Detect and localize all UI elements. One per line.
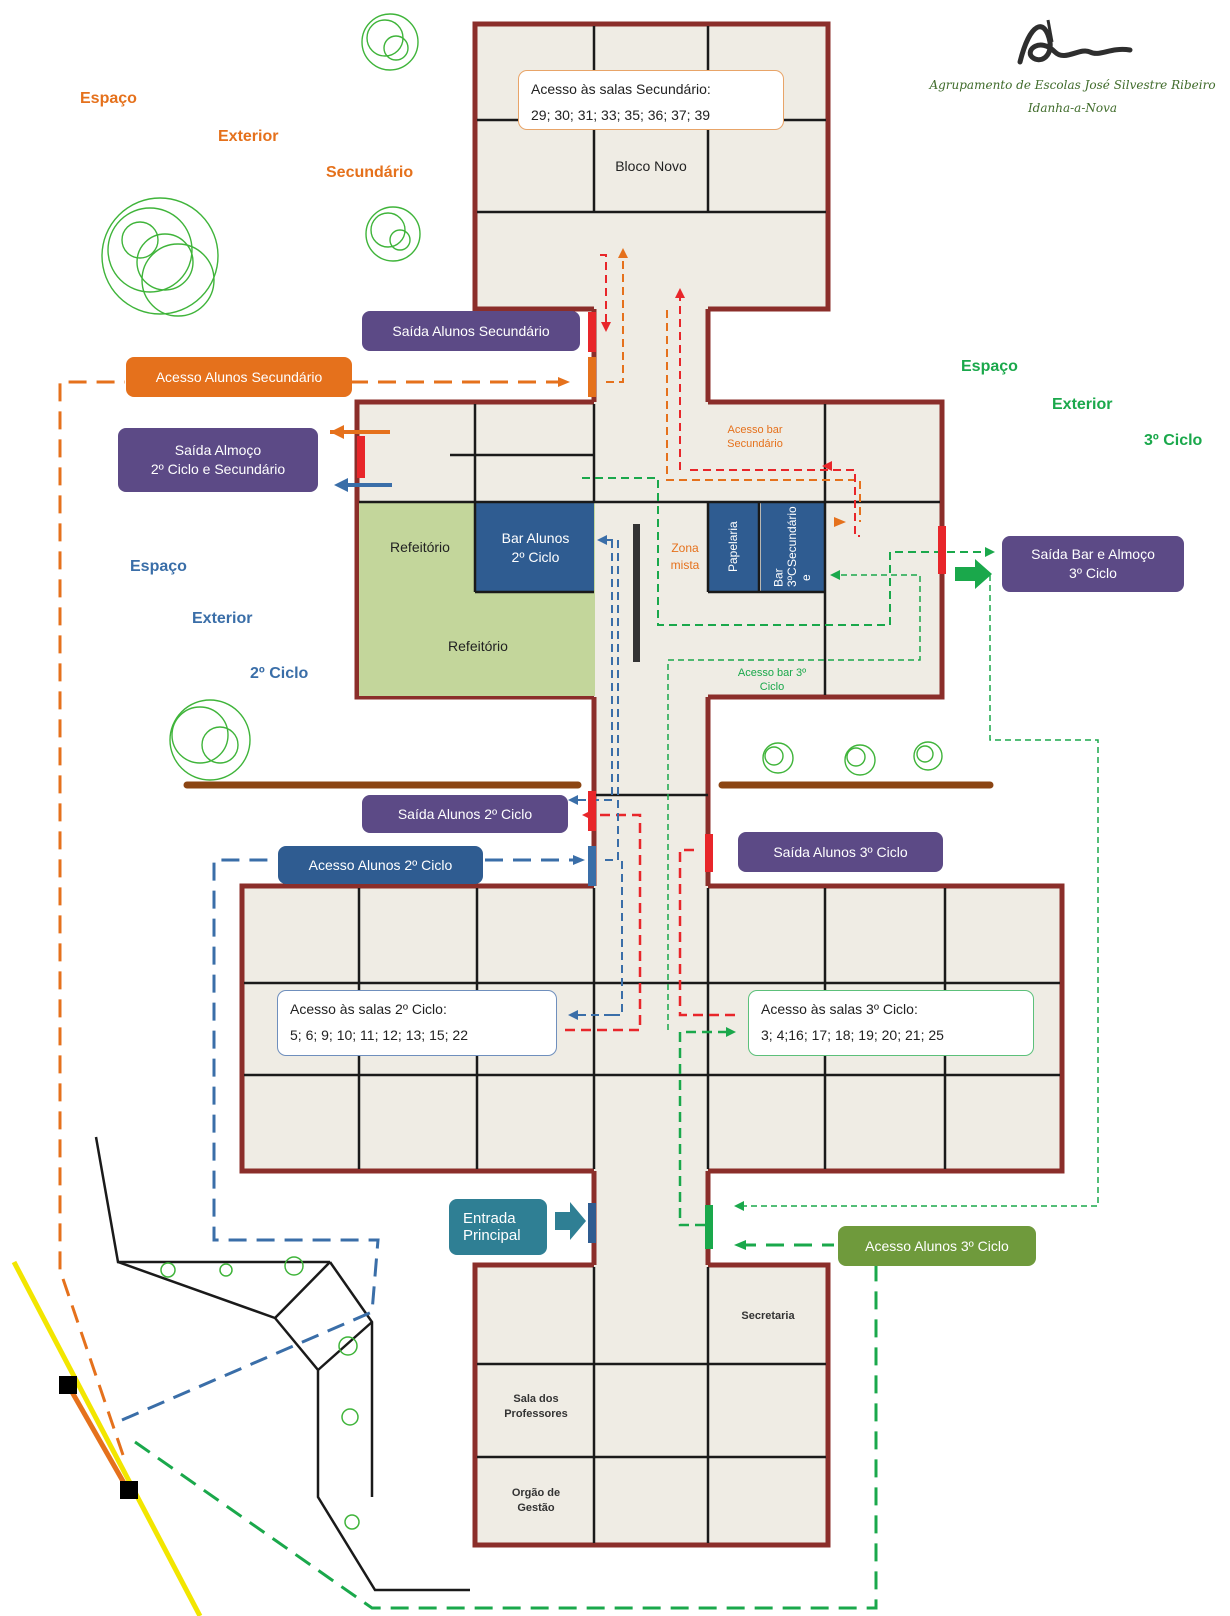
tree-icon (101, 197, 219, 317)
room-sala-professores: Sala dos Professores (480, 1392, 592, 1423)
access-box-title: Acesso às salas Secundário: (531, 81, 711, 97)
room-line: Gestão (517, 1502, 555, 1515)
zone-label: 3º Ciclo (1144, 432, 1203, 449)
logo-line-2: Idanha-a-Nova (1027, 101, 1118, 115)
tree-icon (365, 206, 421, 262)
label-line: 2º Ciclo e Secundário (150, 461, 286, 477)
label-acesso-alunos-2-ciclo: Acesso Alunos 2º Ciclo (278, 846, 483, 884)
bush-icon (762, 742, 794, 774)
zone-label: Exterior (218, 128, 279, 145)
room-line: Bar 3ºC e (771, 567, 813, 588)
tree-icon (169, 699, 251, 781)
note-line: Ciclo (759, 680, 785, 693)
outside-walkway (94, 1136, 470, 1592)
room-line: Bar Alunos (501, 530, 570, 546)
bush-icon (913, 741, 943, 771)
zone-label: Espaço (130, 558, 187, 575)
zone-label: Espaço (80, 90, 137, 107)
logo (1010, 12, 1140, 72)
room-line: Papelaria (726, 521, 741, 573)
room-line: Zona (671, 541, 699, 555)
zone-label: Espaço (961, 358, 1018, 375)
label-acesso-alunos-secundario: Acesso Alunos Secundário (126, 357, 352, 397)
logo-line-1: Agrupamento de Escolas José Silvestre Ri… (929, 78, 1216, 92)
label-saida-alunos-2-ciclo: Saída Alunos 2º Ciclo (362, 795, 568, 833)
gate-marker (59, 1376, 77, 1394)
corridors (594, 305, 708, 1269)
access-box-title: Acesso às salas 2º Ciclo: (290, 1001, 447, 1017)
note-line: Secundário (727, 437, 783, 450)
label-acesso-alunos-3-ciclo: Acesso Alunos 3º Ciclo (838, 1226, 1036, 1266)
room-orgao-gestao: Orgão de Gestão (480, 1486, 592, 1517)
room-line: Sala dos (513, 1393, 559, 1405)
blue-path (121, 858, 380, 1422)
label-line: Saída Bar e Almoço (1031, 546, 1155, 563)
label-entrada-principal: Entrada Principal (449, 1199, 547, 1255)
room-bloco-novo: Bloco Novo (615, 158, 687, 174)
room-line: Professores (504, 1408, 568, 1421)
trees (101, 13, 943, 781)
label-line: 3º Ciclo (1069, 565, 1117, 581)
note-line: Acesso bar (727, 424, 783, 436)
label-saida-alunos-secundario: Saída Alunos Secundário (362, 311, 580, 351)
label-line: Principal (463, 1227, 521, 1244)
orange-path (58, 380, 125, 1456)
room-secretaria: Secretaria (741, 1310, 795, 1322)
papelaria-area (708, 502, 759, 592)
room-refeitorio: Refeitório (390, 539, 450, 555)
door-markers (357, 312, 946, 1249)
room-line: mista (670, 557, 700, 572)
room-refeitorio: Refeitório (448, 638, 508, 654)
room-zona-mista: Zona mista (660, 540, 710, 574)
access-box-2-ciclo: Acesso às salas 2º Ciclo: 5; 6; 9; 10; 1… (277, 990, 557, 1056)
room-bar-alunos-2-ciclo: Bar Alunos 2º Ciclo (478, 529, 593, 567)
road (11, 1260, 203, 1616)
access-box-rooms: 5; 6; 9; 10; 11; 12; 13; 15; 22 (290, 1026, 468, 1043)
room-line: Orgão de (511, 1487, 561, 1499)
label-saida-alunos-3-ciclo: Saída Alunos 3º Ciclo (738, 832, 943, 872)
label-saida-almoco: Saída Almoço 2º Ciclo e Secundário (118, 428, 318, 492)
access-box-rooms: 3; 4;16; 17; 18; 19; 20; 21; 25 (761, 1026, 944, 1043)
label-line: Entrada (463, 1209, 516, 1227)
room-bar-3-ciclo-secundario: Bar 3ºC e Secundário (764, 506, 822, 588)
green-path (134, 1262, 878, 1610)
access-box-secundario: Acesso às salas Secundário: 29; 30; 31; … (518, 70, 784, 130)
access-box-3-ciclo: Acesso às salas 3º Ciclo: 3; 4;16; 17; 1… (748, 990, 1034, 1056)
tree-icon (361, 13, 419, 71)
paths (58, 248, 1099, 1610)
entrance-arrow-icon (555, 1202, 586, 1240)
zone-label: Secundário (326, 164, 414, 181)
label-saida-bar-almoco-3-ciclo: Saída Bar e Almoço 3º Ciclo (1002, 536, 1184, 592)
admin-block (472, 1262, 831, 1548)
room-line: 2º Ciclo (511, 548, 560, 565)
bar-3c-area (761, 502, 825, 592)
zone-label: Exterior (192, 610, 253, 627)
bar-2c-area (475, 502, 594, 592)
access-box-rooms: 29; 30; 31; 33; 35; 36; 37; 39 (531, 106, 711, 123)
divider-bar (633, 524, 640, 662)
room-papelaria: Papelaria (712, 506, 756, 588)
gate-marker (120, 1481, 138, 1499)
note-acesso-bar-3-ciclo: Acesso bar 3º Ciclo (722, 667, 822, 695)
zone-label: Exterior (1052, 396, 1113, 413)
exit-arrow-icon (955, 559, 992, 589)
walkway-bushes (160, 1256, 360, 1530)
school-logo-icon (1017, 19, 1133, 65)
bush-icon (844, 744, 876, 776)
label-line: Saída Almoço (174, 442, 262, 459)
room-line: Secundário (785, 506, 800, 567)
access-box-title: Acesso às salas 3º Ciclo: (761, 1001, 918, 1017)
zone-label: 2º Ciclo (250, 665, 309, 682)
note-acesso-bar-secundario: Acesso bar Secundário (710, 424, 800, 452)
note-line: Acesso bar 3º (737, 667, 807, 679)
